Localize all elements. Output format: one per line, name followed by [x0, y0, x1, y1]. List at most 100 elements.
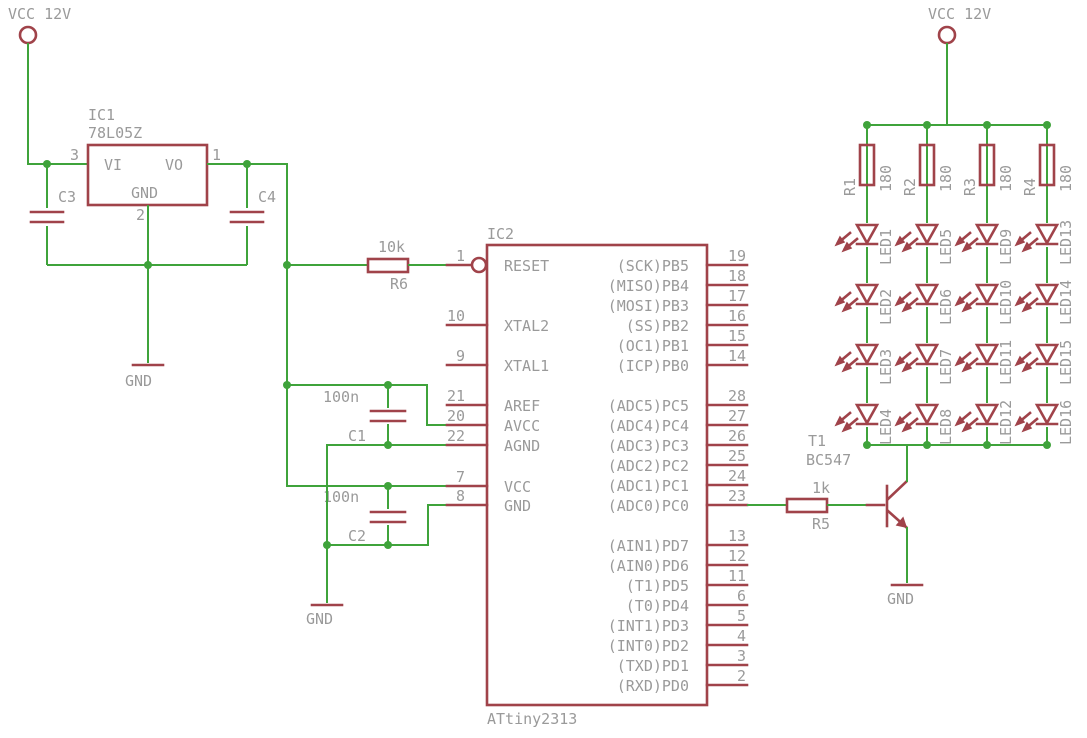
- cap-c3: C3: [29, 164, 76, 265]
- mcu-gnd-nets: GND: [306, 444, 447, 628]
- led-resistor-ref: R1: [841, 178, 859, 196]
- mcu-pin-number: 2: [737, 667, 746, 685]
- regulator-pin-gnd: GND: [131, 184, 158, 202]
- mcu-right-pin: 5 (INT1)PD3: [608, 607, 749, 635]
- mcu-pin-number: 27: [728, 407, 746, 425]
- mcu-right-pin: 3(TXD)PD1: [617, 647, 749, 675]
- led: LED13: [1014, 220, 1075, 265]
- led-label: LED15: [1057, 340, 1075, 385]
- led-resistor-ref: R2: [901, 178, 919, 196]
- mcu-pin-number: 18: [728, 267, 746, 285]
- vcc-terminal-right: [937, 25, 957, 45]
- mcu-pin-name: GND: [504, 497, 531, 515]
- mcu-pin-number: 5: [737, 607, 746, 625]
- mcu-pin-name: XTAL1: [504, 357, 549, 375]
- net-vcc-in: [27, 43, 88, 165]
- cap-c3-label: C3: [58, 188, 76, 206]
- mcu-right-pin: 28(ADC5)PC5: [608, 387, 749, 415]
- mcu-pin-number: 26: [728, 427, 746, 445]
- mcu-right-pin: 6(T0)PD4: [626, 587, 749, 615]
- led-resistor-value: 180: [877, 165, 895, 192]
- led-resistor: [978, 143, 996, 187]
- regulator-ref: IC1: [88, 106, 115, 124]
- mcu-pin-number: 25: [728, 447, 746, 465]
- led-resistor-value: 180: [997, 165, 1015, 192]
- transistor-ref: T1: [808, 432, 826, 450]
- supply-left: VCC 12V: [8, 5, 88, 165]
- mcu-pin-number: 9: [456, 347, 465, 365]
- mcu-right-pin: 4(INT0)PD2: [608, 627, 749, 655]
- mcu-pin-name: (SS)PB2: [626, 317, 689, 335]
- led: LED16: [1014, 400, 1075, 445]
- led-resistor-ref: R4: [1021, 178, 1039, 196]
- cap-c2-ref: C2: [348, 527, 366, 545]
- regulator-pin3: 3: [70, 146, 79, 164]
- mcu-right-pin: 26(ADC3)PC3: [608, 427, 749, 455]
- led-label: LED3: [877, 349, 895, 385]
- regulator-part: 78L05Z: [88, 124, 142, 142]
- mcu-pin-number: 11: [728, 567, 746, 585]
- mcu-pin-number: 14: [728, 347, 746, 365]
- cap-c1-ref: C1: [348, 427, 366, 445]
- mcu-pin-name: (T0)PD4: [626, 597, 689, 615]
- mcu-pin-number: 19: [728, 247, 746, 265]
- mcu-pin-number: 23: [728, 487, 746, 505]
- mcu-pin-name: (AIN0)PD6: [608, 557, 689, 575]
- mcu-ref: IC2: [487, 225, 514, 243]
- led-label: LED6: [937, 289, 955, 325]
- vcc-label-left: VCC 12V: [8, 5, 71, 23]
- led-label: LED4: [877, 409, 895, 445]
- led-resistor-value: 180: [937, 165, 955, 192]
- mcu-pin-number: 10: [447, 307, 465, 325]
- mcu-pin-name: (INT1)PD3: [608, 617, 689, 635]
- mcu-right-pin: 14(ICP)PB0: [617, 347, 749, 375]
- mcu-right-pin: 16(SS)PB2: [626, 307, 749, 335]
- supply-right: VCC 12V: [867, 5, 1047, 446]
- led-label: LED7: [937, 349, 955, 385]
- led-resistor: [918, 143, 936, 187]
- gnd-label-right: GND: [887, 590, 914, 608]
- mcu-right-pin: 12(AIN0)PD6: [608, 547, 749, 575]
- regulator-pin-vo: VO: [165, 156, 183, 174]
- vcc-terminal-left: [18, 25, 38, 45]
- cap-c2-value: 100n: [323, 488, 359, 506]
- led: LED5: [894, 223, 955, 265]
- resistor-r5: 1k R5: [747, 479, 867, 533]
- regulator-ic1: IC1 78L05Z VI VO GND 3 1 2: [70, 106, 221, 224]
- mcu-right-pin: 24(ADC1)PC1: [608, 467, 749, 495]
- led: LED14: [1014, 280, 1075, 325]
- mcu-pin-number: 7: [456, 468, 465, 486]
- cap-c4: C4: [229, 164, 276, 265]
- led: LED7: [894, 343, 955, 385]
- led: LED3: [834, 343, 895, 385]
- mcu-pin-name: (ADC1)PC1: [608, 477, 689, 495]
- mcu-pin-number: 17: [728, 287, 746, 305]
- mcu-right-pin: 25(ADC2)PC2: [608, 447, 749, 475]
- resistor-r5-ref: R5: [812, 515, 830, 533]
- led-label: LED2: [877, 289, 895, 325]
- mcu-pin-number: 8: [456, 487, 465, 505]
- led: LED2: [834, 283, 895, 325]
- led-resistor: [858, 143, 876, 187]
- led: LED8: [894, 403, 955, 445]
- mcu-pin-number: 21: [447, 387, 465, 405]
- cap-c1: 100n C1: [283, 381, 447, 449]
- led-label: LED10: [997, 280, 1015, 325]
- mcu-pin-number: 13: [728, 527, 746, 545]
- mcu-right-pin: 19(SCK)PB5: [617, 247, 749, 275]
- mcu-pin-number: 4: [737, 627, 746, 645]
- led-label: LED14: [1057, 280, 1075, 325]
- mcu-body: [485, 243, 709, 707]
- transistor-t1: GND T1 BC547: [806, 432, 924, 608]
- regulator-pin-vi: VI: [104, 156, 122, 174]
- led-resistor-ref: R3: [961, 178, 979, 196]
